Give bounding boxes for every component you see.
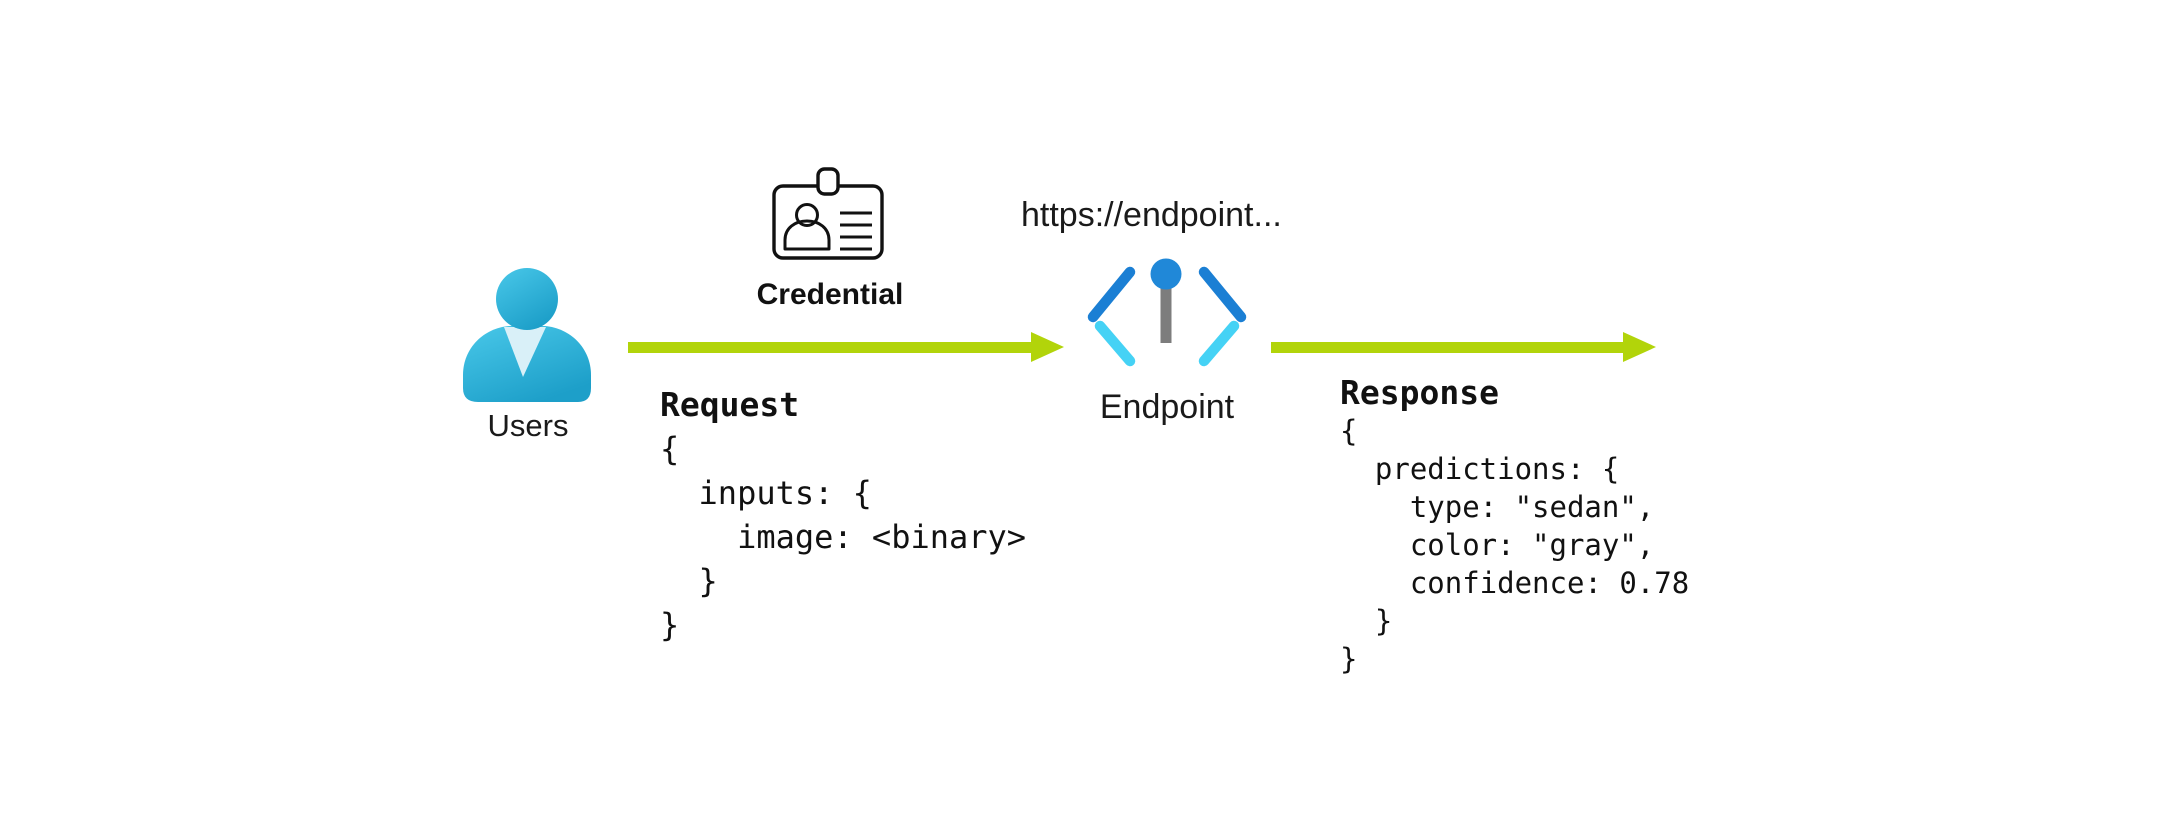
- response-code: { predictions: { type: "sedan", color: "…: [1340, 414, 1690, 676]
- credential-label: Credential: [756, 278, 904, 311]
- request-arrow-head-icon: [1031, 332, 1064, 362]
- request-code-block: Request { inputs: { image: <binary> } }: [660, 383, 1026, 647]
- pin-circle: [1150, 258, 1182, 290]
- user-head-shape: [496, 268, 558, 330]
- id-badge-icon: [772, 167, 884, 260]
- endpoint-node-label: Endpoint: [1099, 388, 1235, 426]
- response-arrow-head-icon: [1623, 332, 1656, 362]
- response-arrow-shaft: [1271, 342, 1624, 353]
- response-title: Response: [1340, 373, 1499, 412]
- code-brackets-pin-icon: [1087, 258, 1247, 367]
- response-code-block: Response { predictions: { type: "sedan",…: [1340, 374, 1689, 678]
- request-arrow-shaft: [628, 342, 1032, 353]
- user-collar-shape: [504, 327, 546, 377]
- request-code: { inputs: { image: <binary> } }: [660, 430, 1027, 644]
- users-node-label: Users: [487, 408, 569, 443]
- endpoint-url-label: https://endpoint...: [1021, 196, 1282, 234]
- pin-stem: [1160, 274, 1172, 343]
- user-person-icon: [463, 268, 591, 402]
- request-title: Request: [660, 385, 800, 424]
